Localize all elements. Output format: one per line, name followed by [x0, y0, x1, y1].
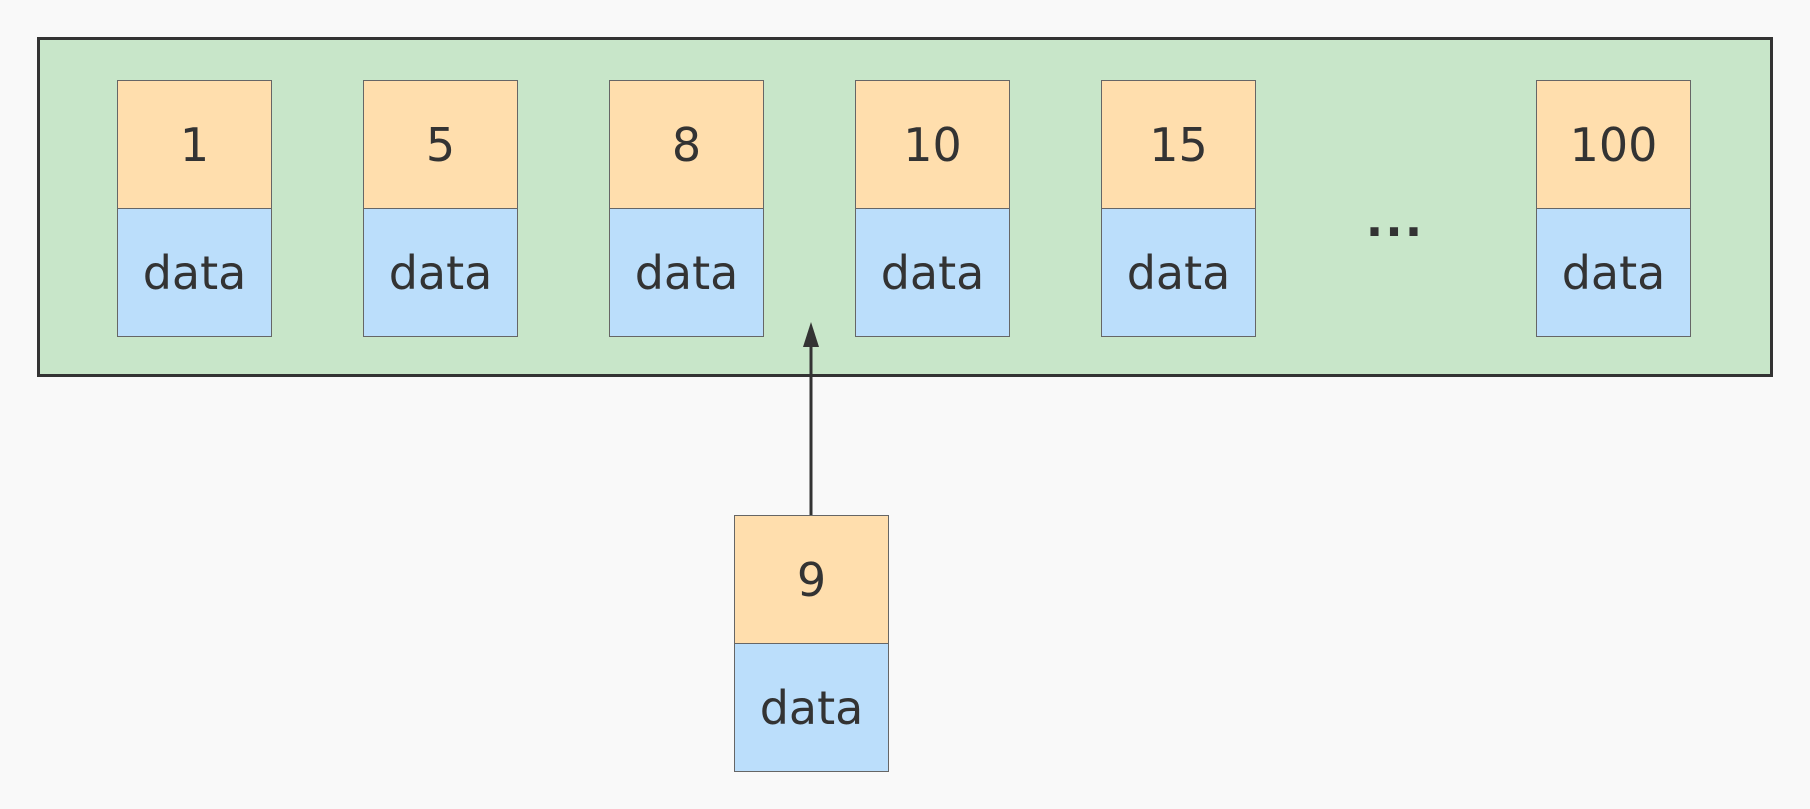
record-key: 8 [610, 81, 763, 209]
record-data: data [856, 209, 1009, 336]
record-5: 5 data [363, 80, 518, 337]
ellipsis: ... [1365, 193, 1425, 247]
record-key: 9 [735, 516, 888, 644]
record-data: data [118, 209, 271, 336]
record-10: 10 data [855, 80, 1010, 337]
record-key: 15 [1102, 81, 1255, 209]
record-key: 100 [1537, 81, 1690, 209]
record-8: 8 data [609, 80, 764, 337]
record-key: 1 [118, 81, 271, 209]
record-1: 1 data [117, 80, 272, 337]
record-key: 5 [364, 81, 517, 209]
record-100: 100 data [1536, 80, 1691, 337]
record-data: data [610, 209, 763, 336]
record-data: data [1537, 209, 1690, 336]
record-data: data [364, 209, 517, 336]
record-key: 10 [856, 81, 1009, 209]
record-data: data [1102, 209, 1255, 336]
record-data: data [735, 644, 888, 771]
incoming-record-9: 9 data [734, 515, 889, 772]
record-15: 15 data [1101, 80, 1256, 337]
